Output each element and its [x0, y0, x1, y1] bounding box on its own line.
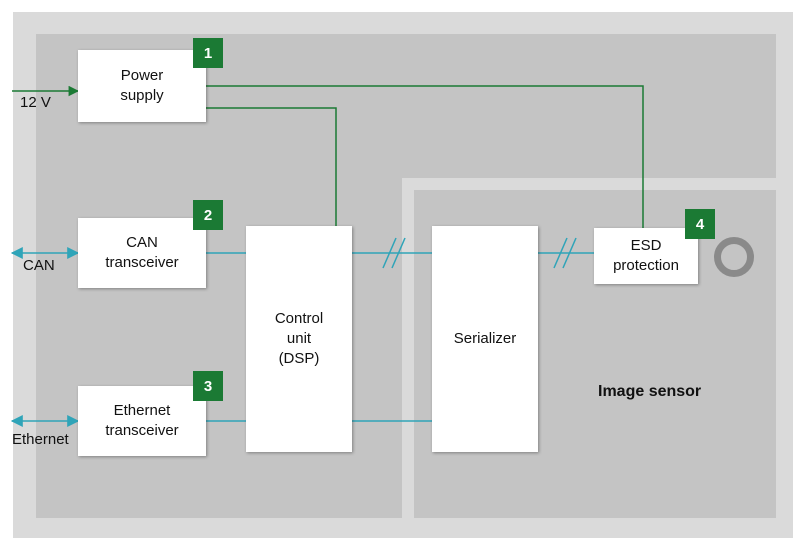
power-supply-label: Power supply [120, 67, 164, 104]
power-supply-block: Power supply [78, 50, 206, 122]
ethernet-transceiver-label: Ethernet transceiver [105, 402, 179, 439]
esd-protection-block: ESD protection [594, 228, 698, 284]
ethernet-transceiver-block: Ethernet transceiver [78, 386, 206, 456]
power-to-esd-wire [206, 85, 644, 228]
can-transceiver-label: CAN transceiver [105, 234, 179, 271]
badge-2: 2 [193, 200, 223, 230]
esd-protection-label: ESD protection [613, 237, 679, 274]
badge-1: 1 [193, 38, 223, 68]
power-input-label: 12 V [20, 94, 51, 111]
can-external-label: CAN [23, 257, 55, 274]
badge-3: 3 [193, 371, 223, 401]
image-sensor-label: Image sensor [598, 383, 702, 400]
control-unit-label: Control unit (DSP) [274, 310, 324, 367]
lens-icon [714, 237, 754, 277]
break-mark-1 [382, 237, 406, 269]
ethernet-external-label: Ethernet [12, 431, 69, 448]
can-transceiver-block: CAN transceiver [78, 218, 206, 288]
serializer-label: Serializer [453, 330, 517, 347]
power-to-control-wire [206, 107, 337, 226]
serializer-block: Serializer [432, 226, 538, 452]
break-mark-2 [553, 237, 577, 269]
badge-4: 4 [685, 209, 715, 239]
control-unit-block: Control unit (DSP) [246, 226, 352, 452]
